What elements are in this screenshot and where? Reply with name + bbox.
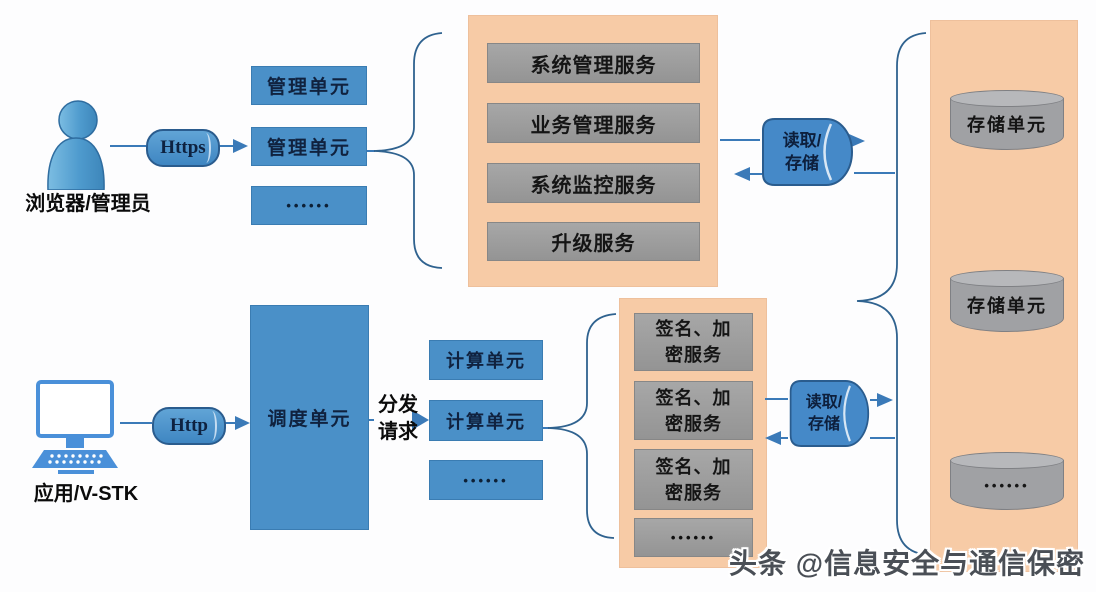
read-store-cylinder-top: 读取/ 存储 [760, 117, 854, 187]
compute-unit-1: 计算单元 [429, 340, 543, 380]
service-sign-encrypt-more: •••••• [634, 518, 753, 557]
dispatch-line2: 请求 [378, 421, 418, 443]
read-store-bottom-line1: 读取/ [805, 393, 843, 411]
storage-unit-1: 存储单元 [950, 90, 1064, 150]
storage-unit-2: 存储单元 [950, 270, 1064, 332]
http-label: Http [170, 415, 208, 436]
service-business-management: 业务管理服务 [487, 103, 700, 143]
brace-storage-units [856, 32, 930, 556]
storage-unit-label: 存储单元 [967, 296, 1047, 316]
read-store-top-line1: 读取/ [782, 131, 822, 150]
admin-label: 浏览器/管理员 [25, 193, 151, 215]
sign-encrypt-line2: 密服务 [665, 482, 722, 503]
management-unit-1: 管理单元 [251, 66, 367, 105]
storage-unit-label: 存储单元 [967, 115, 1047, 135]
service-upgrade: 升级服务 [487, 222, 700, 261]
service-sign-encrypt-3: 签名、加 密服务 [634, 449, 753, 510]
service-sign-encrypt-2: 签名、加 密服务 [634, 381, 753, 440]
service-sign-encrypt-1: 签名、加 密服务 [634, 313, 753, 371]
arrowhead-store-bottom-right [877, 393, 893, 407]
compute-unit-more: •••••• [429, 460, 543, 500]
https-label: Https [160, 137, 206, 158]
scheduler-unit: 调度单元 [250, 305, 369, 530]
sign-encrypt-line1: 签名、加 [655, 456, 732, 477]
https-protocol-pill: Https [146, 129, 220, 167]
dispatch-line1: 分发 [378, 394, 418, 416]
brace-management-services [373, 32, 443, 269]
sign-encrypt-line1: 签名、加 [655, 319, 732, 339]
ellipsis-label: •••••• [463, 472, 509, 488]
management-unit-more: •••••• [251, 186, 367, 225]
arrowhead-https [233, 139, 248, 153]
arrowhead-dispatch [412, 410, 429, 430]
storage-unit-more: •••••• [950, 452, 1064, 510]
arrowheads [233, 134, 893, 445]
dispatch-request-label: 分发 请求 [369, 392, 427, 446]
arrowhead-read-bottom-left [765, 431, 781, 445]
app-label: 应用/V-STK [33, 483, 139, 505]
app-computer-icon [26, 378, 126, 476]
sign-encrypt-line1: 签名、加 [655, 387, 732, 408]
admin-person-icon [38, 98, 112, 191]
management-unit-2: 管理单元 [251, 127, 367, 166]
connector-lines [110, 139, 895, 439]
compute-unit-2: 计算单元 [429, 400, 543, 441]
arrowhead-http [235, 416, 250, 430]
watermark-text: 头条 @信息安全与通信保密 [729, 548, 1086, 579]
http-protocol-pill: Http [152, 407, 226, 445]
service-system-monitoring: 系统监控服务 [487, 163, 700, 203]
ellipsis-label: •••••• [670, 530, 717, 545]
read-store-top-line2: 存储 [785, 154, 819, 173]
read-store-cylinder-bottom: 读取/ 存储 [788, 379, 870, 448]
brace-sign-services [547, 313, 617, 539]
arrowhead-store-top-right [849, 134, 865, 148]
sign-encrypt-line2: 密服务 [665, 345, 722, 365]
sign-encrypt-line2: 密服务 [665, 413, 722, 434]
read-store-bottom-line2: 存储 [807, 415, 840, 433]
ellipsis-label: •••••• [984, 477, 1030, 493]
braces [373, 32, 930, 556]
ellipsis-label: •••••• [286, 198, 332, 213]
service-system-management: 系统管理服务 [487, 43, 700, 83]
arrowhead-read-top-left [734, 167, 750, 181]
